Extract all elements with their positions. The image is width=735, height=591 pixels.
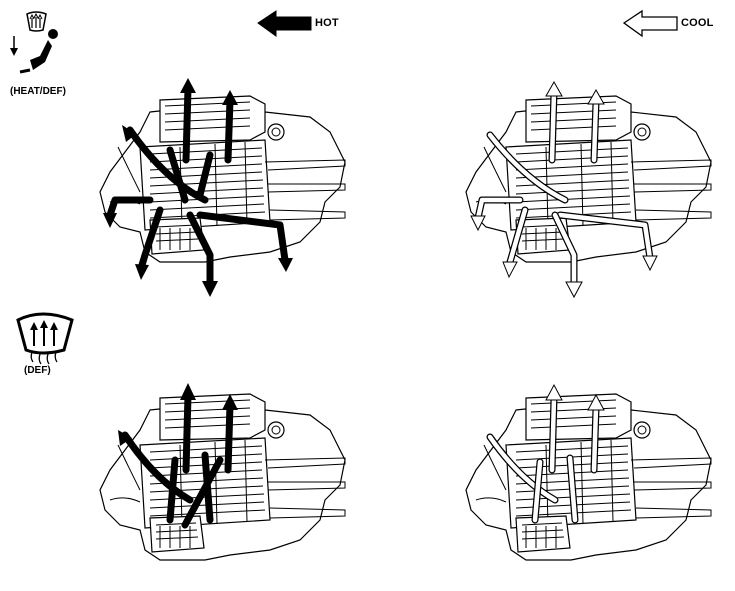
hot-legend-label: HOT — [315, 17, 339, 29]
cool-legend-label: COOL — [681, 17, 714, 29]
def-cool-airflow — [486, 383, 605, 524]
heat-def-cool-unit — [465, 95, 712, 263]
hot-arrow-icon — [257, 10, 312, 37]
def-hot-airflow — [118, 383, 238, 529]
def-mode-label: (DEF) — [24, 365, 51, 376]
windshield-defrost-icon — [16, 312, 74, 365]
def-hot-unit — [99, 393, 346, 561]
def-cool-unit — [465, 393, 712, 561]
seat-defrost-icon — [10, 11, 58, 74]
heat-def-hot-unit — [99, 95, 346, 263]
heat-def-mode-label: (HEAT/DEF) — [10, 86, 66, 97]
cool-arrow-icon — [622, 9, 678, 38]
heat-def-cool-airflow — [470, 80, 658, 299]
heat-def-hot-airflow — [103, 78, 293, 297]
